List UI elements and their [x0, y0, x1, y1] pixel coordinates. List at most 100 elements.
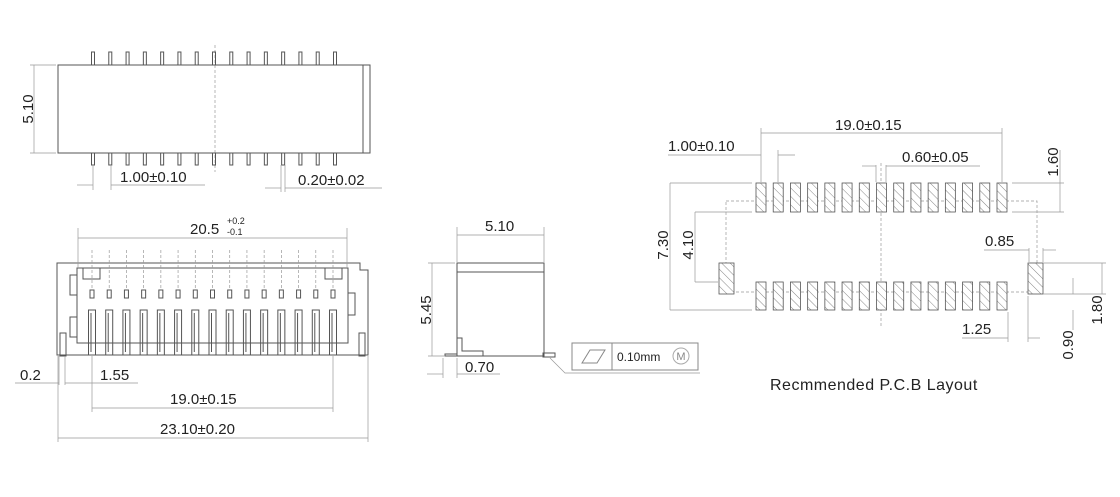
- pin-bottom: [142, 152, 147, 166]
- dim-overall-depth: 7.30: [655, 230, 672, 259]
- left-ear: [59, 332, 67, 357]
- dim-height: 5.10: [20, 94, 37, 123]
- pin-bottom: [212, 152, 216, 166]
- terminal: [139, 309, 148, 356]
- pin-top: [212, 51, 216, 66]
- pad-bottom: [962, 281, 973, 311]
- pin-bottom: [263, 152, 268, 166]
- pin-bottom: [108, 152, 113, 166]
- terminal-slot: [261, 289, 267, 299]
- pad-top: [790, 182, 801, 213]
- pad-top: [962, 182, 973, 213]
- dim-side-pad-length: 1.80: [1089, 295, 1106, 324]
- pin-top: [315, 51, 320, 66]
- terminal-slot: [210, 289, 215, 299]
- dim-pin-width: 0.20±0.02: [298, 172, 365, 189]
- pad-top: [807, 182, 819, 213]
- terminal: [88, 309, 96, 356]
- pad-top: [944, 182, 956, 213]
- terminal-slot: [330, 289, 336, 299]
- pad-bottom: [858, 281, 870, 311]
- pcb-pads: [755, 182, 1008, 311]
- terminal: [294, 309, 303, 356]
- side-view: 5.10 5.45 0.70 0.10mm M: [418, 218, 700, 378]
- pad-bottom: [841, 281, 853, 311]
- dim-pin-span: 19.0±0.15: [170, 391, 237, 408]
- dim-side-pad-small: 0.90: [1060, 330, 1077, 359]
- pad-top: [858, 182, 870, 213]
- tol-plus: +0.2: [227, 216, 245, 226]
- terminal-slot: [89, 289, 95, 299]
- pad-bottom: [772, 281, 784, 311]
- terminal-slot: [313, 289, 319, 299]
- pad-bottom: [876, 281, 887, 311]
- dim-overall-width: 23.10±0.20: [160, 421, 235, 438]
- pad-bottom: [910, 281, 922, 311]
- front-outline: [56, 262, 369, 356]
- terminal: [311, 309, 320, 356]
- side-pad-right: [1027, 262, 1044, 295]
- tol-minus: -0.1: [227, 227, 243, 237]
- pad-bottom: [824, 281, 836, 311]
- tolerance-frame: 0.10mm M: [571, 342, 699, 371]
- pin-top: [246, 51, 251, 66]
- pad-bottom: [927, 281, 939, 311]
- pin-top: [160, 51, 165, 66]
- dim-depth: 5.10: [485, 218, 514, 235]
- pin-top: [333, 51, 337, 66]
- pad-bottom: [893, 281, 905, 311]
- dim-height: 5.45: [418, 295, 435, 324]
- dim-side-pad-width: 0.85: [985, 233, 1014, 250]
- front-terminals: [88, 250, 337, 356]
- pad-top: [910, 182, 922, 213]
- terminal-slot: [175, 289, 181, 299]
- terminal-slot: [278, 289, 284, 299]
- pad-top: [824, 182, 836, 213]
- pad-top: [996, 182, 1008, 213]
- pad-bottom: [944, 281, 956, 311]
- dim-ear-offset: 0.2: [20, 367, 41, 384]
- pin-bottom: [125, 152, 130, 166]
- pin-bottom: [246, 152, 251, 166]
- dim-foot: 0.70: [465, 359, 494, 376]
- dim-pad-length: 1.60: [1045, 147, 1062, 176]
- terminal: [242, 309, 251, 356]
- terminal-slot: [123, 289, 129, 299]
- dim-first-pin: 1.55: [100, 367, 129, 384]
- pin-top: [91, 51, 95, 66]
- leader-line: [549, 357, 700, 374]
- side-body: [456, 262, 545, 357]
- pad-top: [893, 182, 905, 213]
- tolerance-value: 0.10mm: [617, 350, 660, 364]
- terminal: [208, 309, 217, 356]
- pad-top: [876, 182, 887, 213]
- terminal-slot: [227, 289, 233, 299]
- terminal: [277, 309, 286, 356]
- terminal-slot: [106, 289, 112, 299]
- side-pad-left: [718, 262, 735, 295]
- terminal-slot: [141, 289, 147, 299]
- pin-top: [177, 51, 182, 66]
- top-pins: [91, 51, 337, 166]
- dim-pitch: 1.00±0.10: [120, 169, 187, 186]
- pin-top: [142, 51, 147, 66]
- pcb-layout: 19.0±0.15 1.00±0.10 0.60±0.05 1.60 7.30 …: [655, 117, 1106, 394]
- pad-top: [755, 182, 767, 213]
- top-view: 5.10 1.00±0.10 0.20±0.02: [20, 45, 382, 192]
- terminal-slot: [158, 289, 164, 299]
- terminal: [122, 309, 131, 356]
- terminal-slot: [192, 289, 198, 299]
- pin-bottom: [333, 152, 337, 166]
- flatness-icon: [581, 349, 606, 364]
- pin-top: [263, 51, 268, 66]
- pad-top: [927, 182, 939, 213]
- terminal: [260, 309, 269, 356]
- pad-top: [979, 182, 991, 213]
- front-view: 20.5 +0.2 -0.1 0.2 1.55 19.0±0.15 23.10±…: [15, 216, 369, 442]
- pin-top: [125, 51, 130, 66]
- pcb-caption: Recmmended P.C.B Layout: [770, 377, 978, 394]
- pad-top: [841, 182, 853, 213]
- pin-top: [298, 51, 303, 66]
- terminal: [156, 309, 165, 356]
- pin-top: [194, 51, 199, 66]
